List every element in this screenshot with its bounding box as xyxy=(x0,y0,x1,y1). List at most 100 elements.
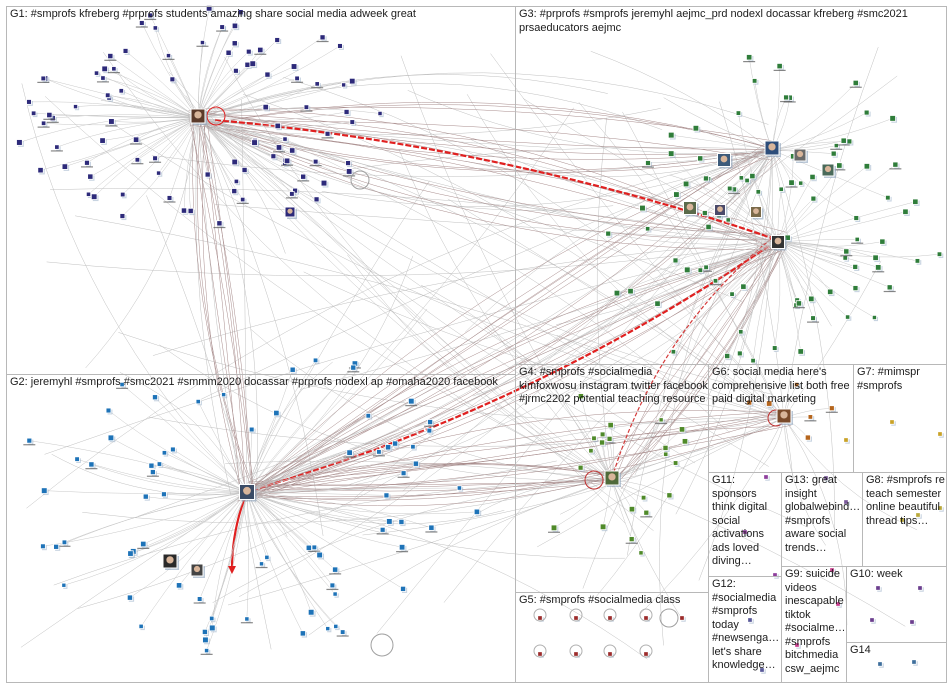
node-g2[interactable] xyxy=(273,409,280,417)
node-g13[interactable] xyxy=(843,499,849,505)
node-g14[interactable] xyxy=(877,661,883,667)
node-g1[interactable] xyxy=(30,110,37,116)
node-g2[interactable] xyxy=(332,591,338,597)
node-g11[interactable] xyxy=(763,474,769,480)
node-g3[interactable] xyxy=(682,180,690,188)
node-g2[interactable] xyxy=(329,582,336,589)
node-g1[interactable] xyxy=(180,207,188,214)
node-g1[interactable] xyxy=(377,110,383,117)
node-g3[interactable] xyxy=(854,236,860,243)
node-g8[interactable] xyxy=(937,505,943,511)
node-g2[interactable] xyxy=(339,629,346,635)
node-g2[interactable] xyxy=(119,381,125,388)
node-g1[interactable] xyxy=(118,88,124,94)
node-g3[interactable] xyxy=(740,283,747,290)
node-g1[interactable] xyxy=(345,168,353,175)
node-g1[interactable] xyxy=(275,144,283,151)
node-g3[interactable] xyxy=(843,248,850,255)
node-g2[interactable] xyxy=(74,456,80,462)
node-g2[interactable] xyxy=(202,636,209,644)
node-g2[interactable] xyxy=(428,524,435,531)
node-g3[interactable] xyxy=(783,94,789,101)
node-g2[interactable] xyxy=(175,582,183,589)
node-g6[interactable] xyxy=(828,405,835,412)
node-g2[interactable] xyxy=(156,461,163,467)
node-g1[interactable] xyxy=(349,119,356,125)
node-g1[interactable] xyxy=(233,178,240,185)
node-g3[interactable] xyxy=(902,208,909,215)
node-g3[interactable] xyxy=(738,175,744,181)
node-g8[interactable] xyxy=(899,517,905,523)
node-g1[interactable] xyxy=(231,158,238,166)
node-g3[interactable] xyxy=(613,289,621,297)
node-g3[interactable] xyxy=(729,291,735,297)
node-g1[interactable] xyxy=(314,81,320,87)
node-g1[interactable] xyxy=(87,173,94,180)
node-g3[interactable] xyxy=(892,161,899,168)
node-g4[interactable] xyxy=(550,524,558,532)
node-g1[interactable] xyxy=(313,196,320,203)
node-g5[interactable] xyxy=(679,615,685,621)
node-g1[interactable] xyxy=(241,167,248,173)
node-g2[interactable] xyxy=(408,397,415,405)
node-g3[interactable] xyxy=(645,226,651,232)
node-g9[interactable] xyxy=(794,642,800,648)
node-g1[interactable] xyxy=(294,75,300,82)
node-g4[interactable] xyxy=(643,509,650,516)
node-g3[interactable] xyxy=(654,300,661,307)
node-g2[interactable] xyxy=(40,543,46,550)
node-g1[interactable] xyxy=(349,77,356,85)
node-g1[interactable] xyxy=(54,144,60,150)
node-g2[interactable] xyxy=(221,392,227,398)
node-g1[interactable] xyxy=(231,188,238,195)
node-g1[interactable] xyxy=(46,111,53,119)
node-g3[interactable] xyxy=(726,185,733,192)
node-g3[interactable] xyxy=(914,258,921,264)
node-g9[interactable] xyxy=(829,567,835,573)
node-g1[interactable] xyxy=(100,75,106,81)
node-g1[interactable] xyxy=(225,49,232,56)
node-g2[interactable] xyxy=(307,608,315,616)
node-g4[interactable] xyxy=(607,421,614,429)
node-g2[interactable] xyxy=(209,615,215,622)
node-g2[interactable] xyxy=(105,407,112,414)
node-g2[interactable] xyxy=(400,470,407,477)
node-g2[interactable] xyxy=(426,427,433,434)
node-g1[interactable] xyxy=(345,160,351,166)
node-g1[interactable] xyxy=(282,136,288,142)
node-g1[interactable] xyxy=(152,25,158,31)
node-g1[interactable] xyxy=(245,48,252,55)
node-g3[interactable] xyxy=(697,267,704,273)
node-g3[interactable] xyxy=(751,78,758,84)
node-g1[interactable] xyxy=(274,37,281,43)
node-g2[interactable] xyxy=(138,623,144,629)
node-g1[interactable] xyxy=(165,53,172,59)
node-g3[interactable] xyxy=(871,314,877,321)
node-g2[interactable] xyxy=(204,648,210,654)
node-g3[interactable] xyxy=(852,285,859,292)
node-g3[interactable] xyxy=(749,172,756,180)
node-g5[interactable] xyxy=(573,651,579,657)
node-g2[interactable] xyxy=(385,444,392,451)
node-g2[interactable] xyxy=(107,434,115,442)
node-g2[interactable] xyxy=(383,492,390,499)
node-g2[interactable] xyxy=(61,582,67,588)
node-g1[interactable] xyxy=(312,158,319,165)
node-g1[interactable] xyxy=(240,196,246,203)
node-g1[interactable] xyxy=(337,43,343,49)
node-g9[interactable] xyxy=(835,601,841,607)
node-g1[interactable] xyxy=(169,76,176,83)
node-g4[interactable] xyxy=(577,393,584,400)
node-g3[interactable] xyxy=(736,350,743,357)
node-g4[interactable] xyxy=(681,438,689,445)
node-g1[interactable] xyxy=(231,40,238,47)
node-g1[interactable] xyxy=(264,71,271,78)
node-g2[interactable] xyxy=(244,616,250,622)
node-g12[interactable] xyxy=(747,617,753,623)
node-g2[interactable] xyxy=(400,585,407,592)
node-g2[interactable] xyxy=(40,487,48,494)
node-g3[interactable] xyxy=(771,345,778,351)
node-g3[interactable] xyxy=(809,173,816,181)
node-g5[interactable] xyxy=(537,651,543,657)
node-g3[interactable] xyxy=(724,352,731,360)
